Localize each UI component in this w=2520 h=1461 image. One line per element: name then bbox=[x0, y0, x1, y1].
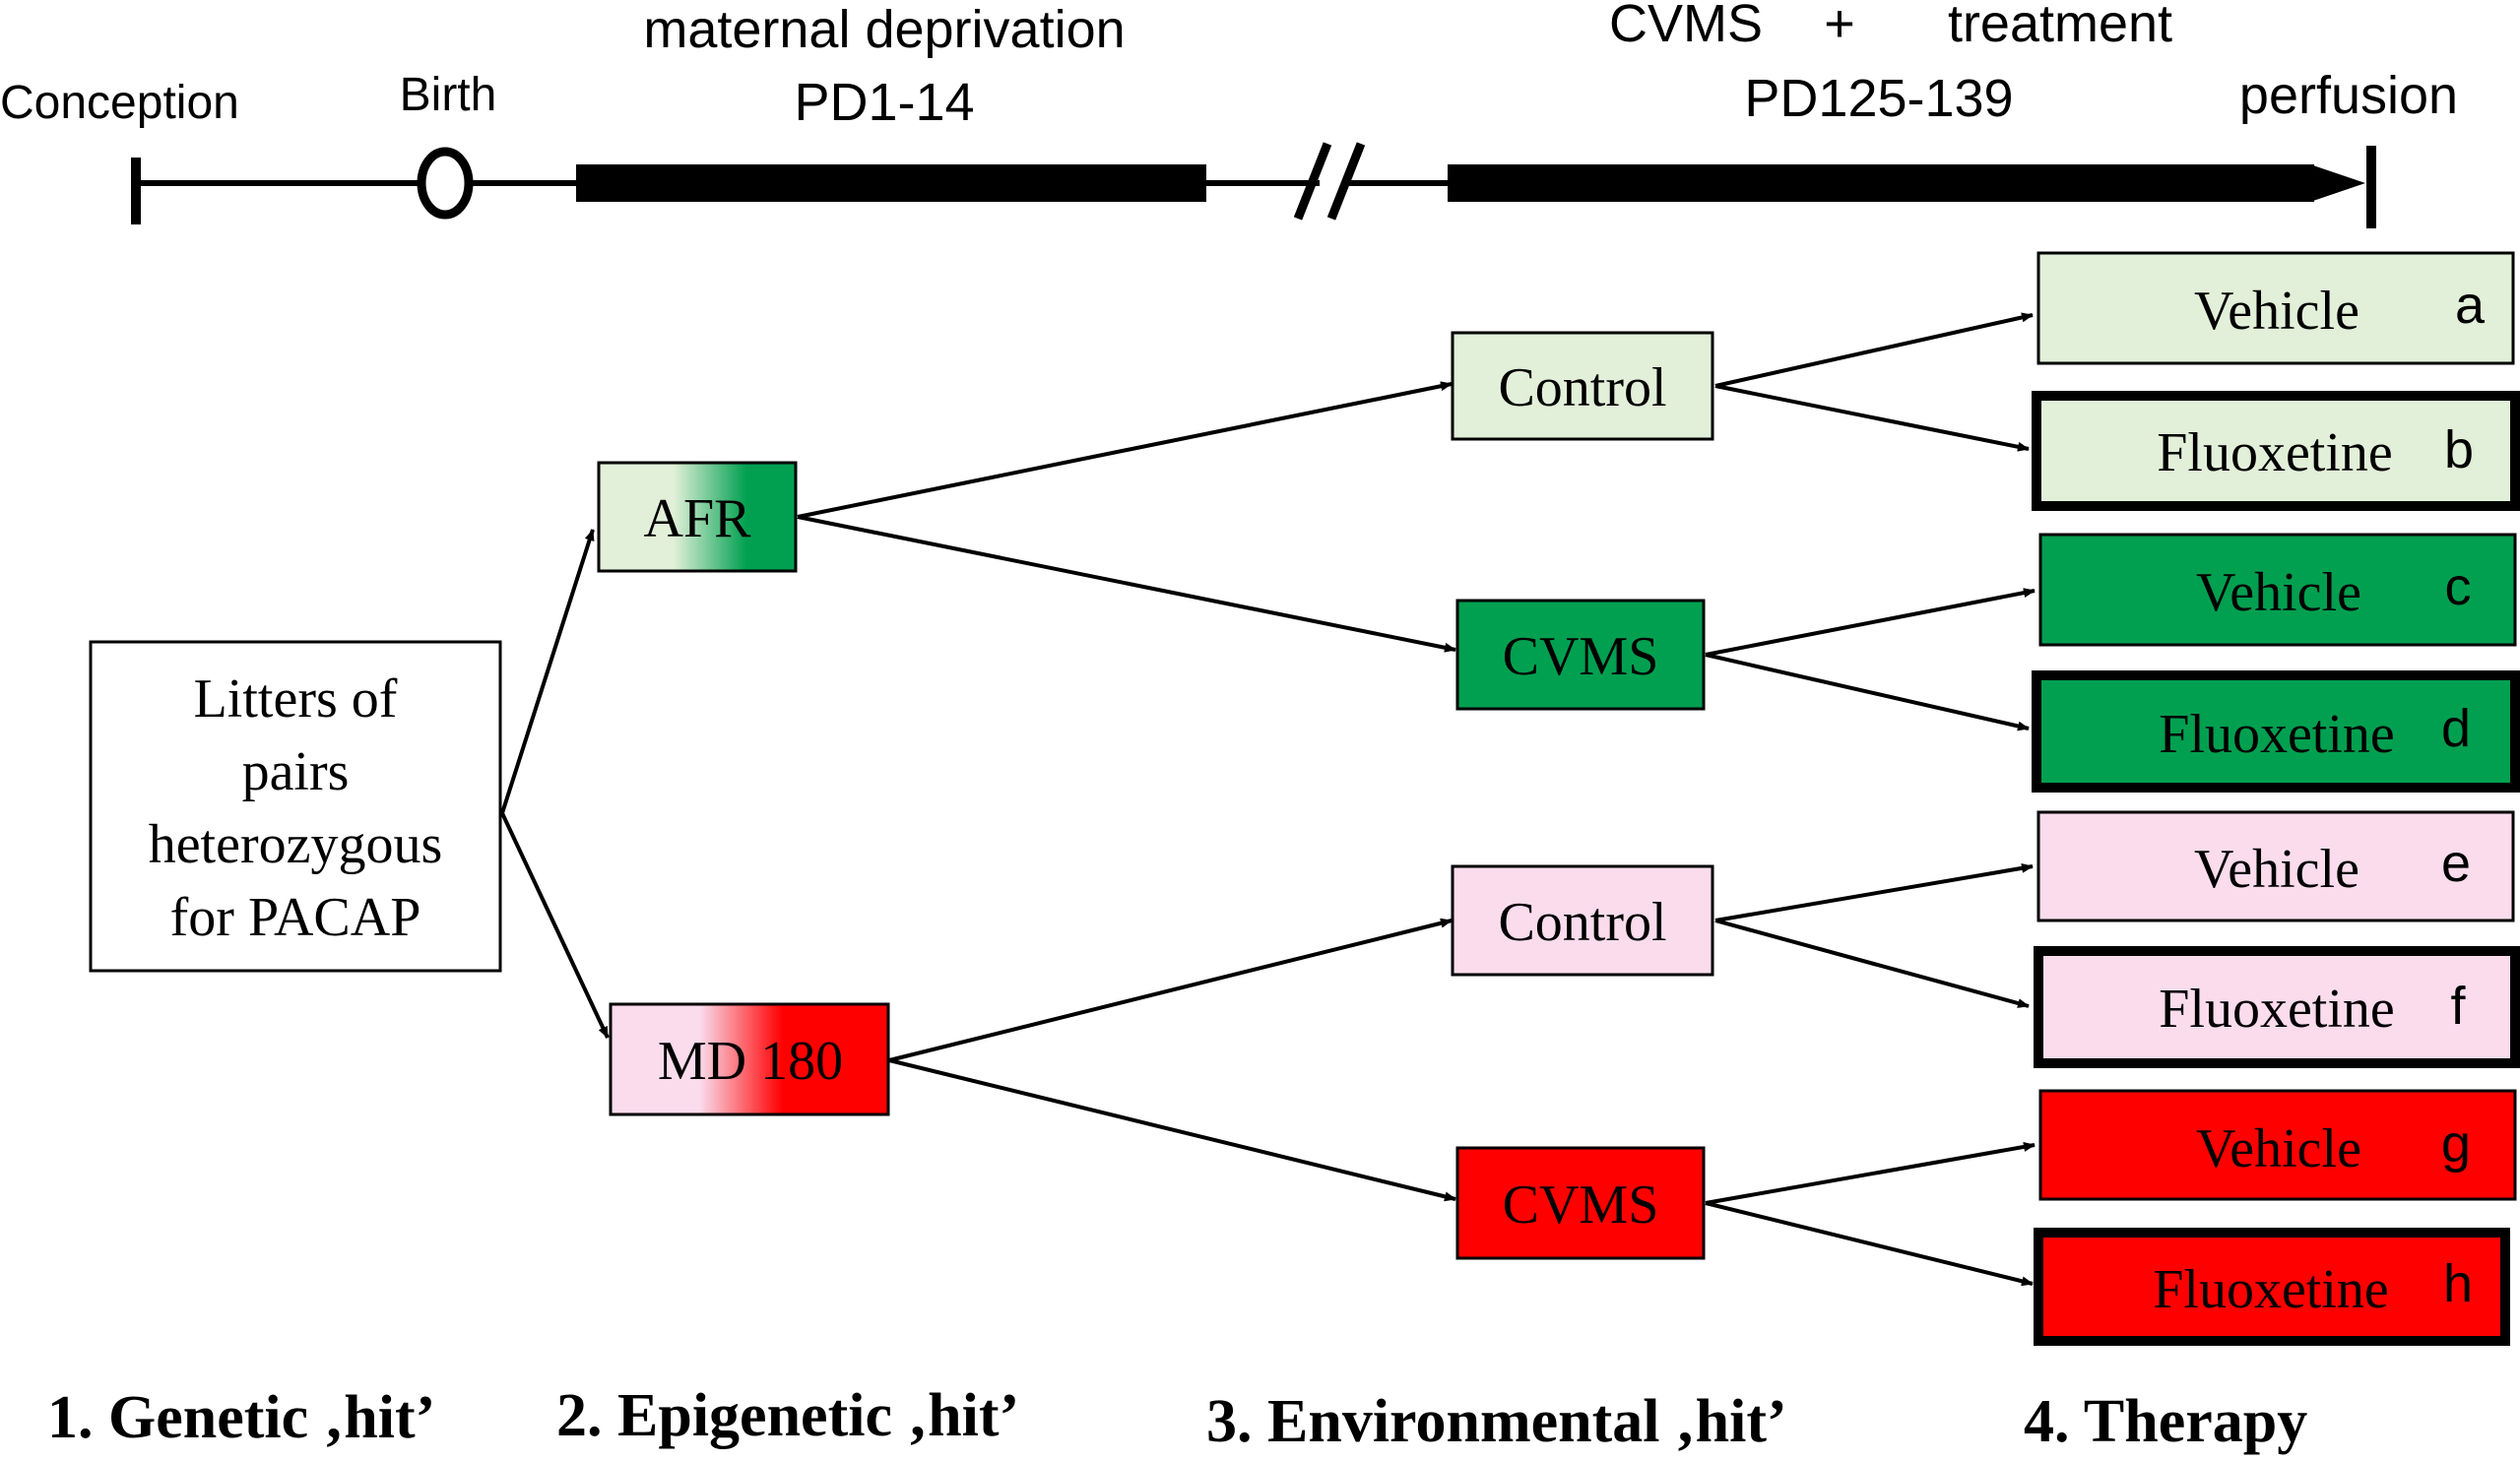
therapy-label: 4. Therapy bbox=[2024, 1388, 2307, 1455]
arrow-md-to-cvms bbox=[888, 1058, 1456, 1202]
therapy-box-d bbox=[2032, 670, 2520, 793]
control-pink-node: Control bbox=[1451, 864, 1714, 977]
arrow-root-to-afr bbox=[500, 529, 595, 814]
environmental-hit-label: 3. Environmental ‚hit’ bbox=[1206, 1388, 1787, 1455]
afr-node: AFR bbox=[597, 461, 798, 573]
therapy-box-f bbox=[2034, 946, 2520, 1068]
perfusion-label: perfusion bbox=[2239, 66, 2458, 125]
therapy-node-e: Vehicle e bbox=[2036, 810, 2515, 922]
hit-labels: 1. Genetic ‚hit’ 2. Epigenetic ‚hit’ 3. … bbox=[47, 1382, 2307, 1455]
therapy-box-a bbox=[2036, 251, 2515, 365]
cvms-pink-box bbox=[1455, 1146, 1706, 1260]
genetic-hit-label: 1. Genetic ‚hit’ bbox=[47, 1384, 435, 1451]
cvms-green-label: CVMS bbox=[1503, 626, 1659, 687]
cvms-pink-node: CVMS bbox=[1455, 1146, 1706, 1260]
maternal-deprivation-bar bbox=[576, 164, 1206, 202]
control-green-node: Control bbox=[1451, 331, 1714, 441]
root-node: Litters of pairs heterozygous for PACAP bbox=[89, 640, 502, 973]
maternal-deprivation-days: PD1-14 bbox=[794, 73, 974, 132]
therapy-label-f: Fluoxetine bbox=[2159, 979, 2395, 1040]
arrow-control-green-to-b bbox=[1714, 384, 2030, 452]
cvms-timeline-label: CVMS bbox=[1609, 0, 1763, 53]
control-green-label: Control bbox=[1498, 357, 1666, 418]
timeline-break-1 bbox=[1293, 142, 1332, 221]
md180-box bbox=[609, 1002, 890, 1116]
arrow-cvms-pink-to-g bbox=[1705, 1141, 2035, 1205]
afr-label: AFR bbox=[644, 488, 752, 549]
therapy-letter-f: f bbox=[2450, 977, 2466, 1036]
cvms-green-box bbox=[1455, 599, 1706, 711]
timeline-arrowhead bbox=[2304, 164, 2365, 202]
connector-arrows bbox=[500, 312, 2035, 1287]
therapy-node-h: Fluoxetine h bbox=[2034, 1228, 2510, 1346]
control-pink-label: Control bbox=[1498, 892, 1666, 953]
plus-sign: + bbox=[1824, 0, 1855, 53]
therapy-letter-a: a bbox=[2455, 276, 2486, 335]
therapy-box-e bbox=[2036, 810, 2515, 922]
cvms-treatment-bar bbox=[1448, 164, 2314, 202]
therapy-node-d: Fluoxetine d bbox=[2032, 670, 2520, 793]
therapy-box-b bbox=[2032, 391, 2520, 511]
arrow-cvms-pink-to-h bbox=[1705, 1201, 2034, 1287]
therapy-node-c: Vehicle c bbox=[2038, 533, 2517, 647]
root-line-1: Litters of bbox=[194, 668, 398, 730]
therapy-node-g: Vehicle g bbox=[2038, 1089, 2517, 1201]
therapy-label-c: Vehicle bbox=[2196, 562, 2361, 623]
therapy-letter-c: c bbox=[2445, 557, 2472, 616]
cvms-pink-label: CVMS bbox=[1503, 1175, 1659, 1236]
therapy-letter-g: g bbox=[2441, 1114, 2471, 1174]
therapy-label-e: Vehicle bbox=[2194, 839, 2359, 900]
cvms-days: PD125-139 bbox=[1744, 69, 2013, 128]
therapy-box-g bbox=[2038, 1089, 2517, 1201]
therapy-letter-e: e bbox=[2441, 834, 2471, 893]
root-box bbox=[89, 640, 502, 973]
arrow-control-pink-to-f bbox=[1714, 919, 2030, 1008]
therapy-label-d: Fluoxetine bbox=[2159, 704, 2395, 765]
arrow-afr-to-cvms bbox=[797, 515, 1456, 653]
control-pink-box bbox=[1451, 864, 1714, 977]
arrow-control-green-to-a bbox=[1714, 312, 2034, 388]
treatment-label: treatment bbox=[1948, 0, 2172, 53]
therapy-box-c bbox=[2038, 533, 2517, 647]
arrow-control-pink-to-e bbox=[1714, 862, 2034, 922]
arrow-md-to-control bbox=[888, 918, 1453, 1062]
therapy-letter-b: b bbox=[2444, 420, 2474, 479]
therapy-box-h bbox=[2034, 1228, 2510, 1346]
arrow-cvms-green-to-d bbox=[1705, 653, 2030, 731]
arrow-afr-to-control bbox=[797, 381, 1453, 519]
therapy-label-h: Fluoxetine bbox=[2153, 1259, 2389, 1320]
epigenetic-hit-label: 2. Epigenetic ‚hit’ bbox=[556, 1382, 1019, 1449]
therapy-letter-d: d bbox=[2441, 699, 2471, 758]
therapy-node-a: Vehicle a bbox=[2036, 251, 2515, 365]
therapy-node-b: Fluoxetine b bbox=[2032, 391, 2520, 511]
arrow-cvms-green-to-c bbox=[1705, 588, 2035, 657]
arrow-root-to-md bbox=[500, 812, 610, 1039]
afr-box bbox=[597, 461, 798, 573]
timeline: Conception Birth maternal deprivation PD… bbox=[0, 0, 2458, 228]
timeline-break-2 bbox=[1326, 142, 1366, 221]
therapy-label-a: Vehicle bbox=[2194, 281, 2359, 342]
md180-node: MD 180 bbox=[609, 1002, 890, 1116]
root-line-2: pairs bbox=[242, 741, 350, 802]
conception-label: Conception bbox=[0, 77, 239, 129]
cvms-green-node: CVMS bbox=[1455, 599, 1706, 711]
root-line-3: heterozygous bbox=[149, 814, 443, 875]
therapy-label-g: Vehicle bbox=[2196, 1118, 2361, 1179]
birth-marker bbox=[417, 147, 474, 220]
therapy-letter-h: h bbox=[2443, 1254, 2473, 1313]
maternal-deprivation-label: maternal deprivation bbox=[643, 0, 1125, 59]
birth-label: Birth bbox=[400, 69, 497, 121]
control-green-box bbox=[1451, 331, 1714, 441]
therapy-label-b: Fluoxetine bbox=[2157, 422, 2393, 483]
therapy-node-f: Fluoxetine f bbox=[2034, 946, 2520, 1068]
root-line-4: for PACAP bbox=[170, 887, 421, 948]
md180-label: MD 180 bbox=[658, 1031, 843, 1092]
